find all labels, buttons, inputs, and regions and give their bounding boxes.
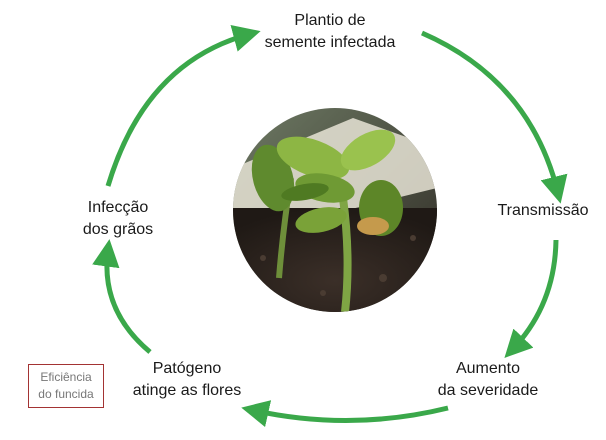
arrow-infeccao-to-plantio bbox=[105, 24, 261, 187]
arrow-transmissao-to-aumento bbox=[504, 239, 559, 358]
seedling-photo bbox=[233, 108, 437, 312]
stage-transmissao: Transmissão bbox=[497, 202, 589, 219]
arrow-patogeno-to-infeccao bbox=[92, 239, 152, 354]
stage-aumento-severidade: Aumento da severidade bbox=[437, 360, 539, 399]
stage-plantio: Plantio de semente infectada bbox=[264, 12, 396, 51]
fungicide-efficiency-note: Eficiência do funcida bbox=[28, 364, 104, 408]
arrow-aumento-to-patogeno bbox=[241, 400, 449, 428]
seedling-illustration bbox=[233, 108, 437, 312]
stage-patogeno-flores: Patógeno atinge as flores bbox=[132, 360, 242, 399]
arrow-plantio-to-transmissao bbox=[421, 30, 568, 204]
stage-infeccao-graos: Infecção dos grãos bbox=[82, 199, 154, 238]
